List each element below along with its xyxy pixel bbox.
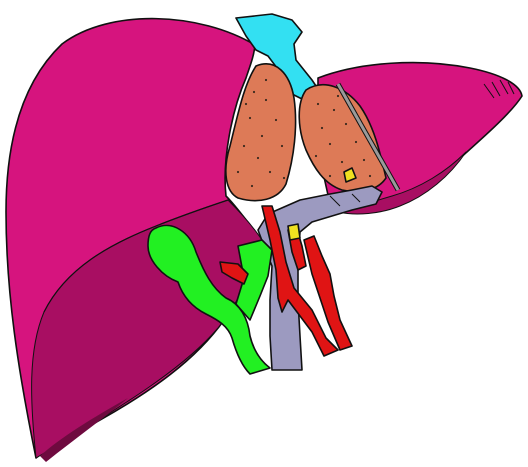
caudate-texture-dot bbox=[275, 119, 277, 121]
caudate-texture-dot bbox=[345, 123, 347, 125]
caudate-texture-dot bbox=[329, 143, 331, 145]
caudate-texture-dot bbox=[261, 135, 263, 137]
caudate-texture-dot bbox=[355, 141, 357, 143]
caudate-texture-dot bbox=[243, 145, 245, 147]
liver-right-lobe bbox=[6, 19, 262, 462]
caudate-texture-dot bbox=[245, 103, 247, 105]
caudate-texture-dot bbox=[281, 145, 283, 147]
caudate-texture-dot bbox=[369, 175, 371, 177]
caudate-texture-dot bbox=[333, 109, 335, 111]
caudate-texture-dot bbox=[249, 117, 251, 119]
caudate-texture-dot bbox=[341, 161, 343, 163]
caudate-texture-dot bbox=[251, 185, 253, 187]
caudate-texture-dot bbox=[363, 159, 365, 161]
caudate-texture-dot bbox=[257, 157, 259, 159]
caudate-texture-dot bbox=[337, 95, 339, 97]
caudate-texture-dot bbox=[253, 91, 255, 93]
caudate-texture-dot bbox=[237, 171, 239, 173]
caudate-texture-dot bbox=[269, 171, 271, 173]
caudate-texture-dot bbox=[321, 127, 323, 129]
caudate-texture-dot bbox=[315, 155, 317, 157]
caudate-texture-dot bbox=[317, 103, 319, 105]
caudate-texture-dot bbox=[265, 79, 267, 81]
caudate-texture-dot bbox=[329, 175, 331, 177]
caudate-texture-dot bbox=[283, 177, 285, 179]
caudate-texture-dot bbox=[265, 99, 267, 101]
